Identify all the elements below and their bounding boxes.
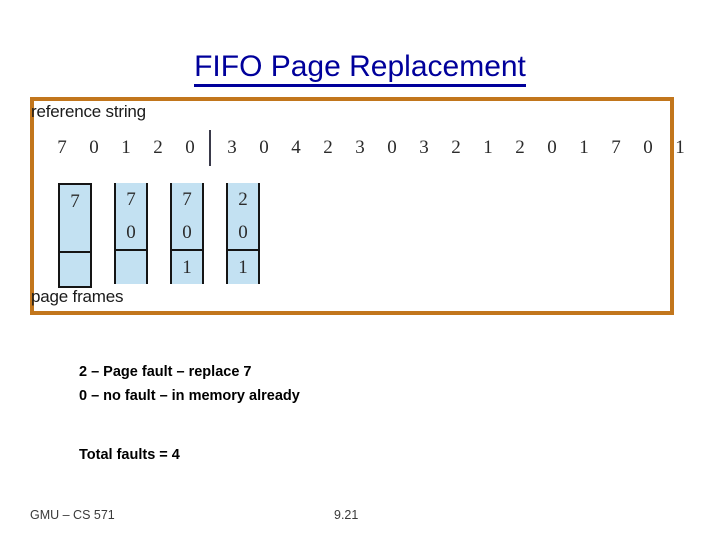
footer-page-number: 9.21 (334, 508, 359, 522)
reference-string-value: 1 (675, 137, 685, 158)
reference-string-value: 0 (547, 137, 557, 158)
page-frame-cell: 1 (172, 249, 202, 284)
page-frame-cell: 2 (228, 183, 258, 216)
reference-string-value: 0 (89, 137, 99, 158)
reference-string-value: 7 (57, 137, 67, 158)
page-frame-column: 7 (58, 183, 92, 288)
total-faults-label: Total faults = 4 (79, 447, 180, 463)
reference-string-value: 3 (419, 137, 429, 158)
reference-string-value: 2 (515, 137, 525, 158)
page-title-text: FIFO Page Replacement (194, 50, 526, 87)
reference-string-value: 2 (153, 137, 163, 158)
page-title: FIFO Page Replacement (0, 50, 720, 87)
reference-string-value: 4 (291, 137, 301, 158)
reference-string-value: 0 (259, 137, 269, 158)
reference-string-value: 1 (579, 137, 589, 158)
footer-course-label: GMU – CS 571 (30, 508, 115, 522)
page-frame-cell: 0 (172, 216, 202, 249)
note-line-1: 2 – Page fault – replace 7 (79, 364, 252, 380)
page-frame-cell (60, 251, 90, 286)
page-frame-cell (60, 218, 90, 251)
footer: GMU – CS 571 9.21 (0, 508, 720, 526)
reference-string-value: 2 (323, 137, 333, 158)
page-frame-cell (116, 249, 146, 284)
reference-string-value: 7 (611, 137, 621, 158)
reference-string-value: 1 (121, 137, 131, 158)
reference-string-value: 0 (387, 137, 397, 158)
page-frame-cell: 1 (228, 249, 258, 284)
reference-string-value: 3 (227, 137, 237, 158)
page-frame-cell: 0 (228, 216, 258, 249)
reference-string-row: 7 0 1 2 0 3 0 4 2 3 0 3 2 1 2 0 1 7 0 1 (46, 130, 696, 166)
page-frame-cell: 0 (116, 216, 146, 249)
reference-string-value: 0 (185, 137, 195, 158)
page-frame-cell: 7 (116, 183, 146, 216)
reference-string-value: 3 (355, 137, 365, 158)
reference-string-value: 1 (483, 137, 493, 158)
page-frame-cell: 7 (60, 185, 90, 218)
reference-string-value: 2 (451, 137, 461, 158)
page-frames-label: page frames (31, 287, 124, 306)
notes-block: 2 – Page fault – replace 7 0 – no fault … (79, 360, 300, 408)
reference-string-value: 0 (643, 137, 653, 158)
note-line-2: 0 – no fault – in memory already (79, 388, 300, 404)
reference-string-separator (209, 130, 211, 166)
page-frame-cell: 7 (172, 183, 202, 216)
reference-string-label: reference string (31, 102, 146, 121)
